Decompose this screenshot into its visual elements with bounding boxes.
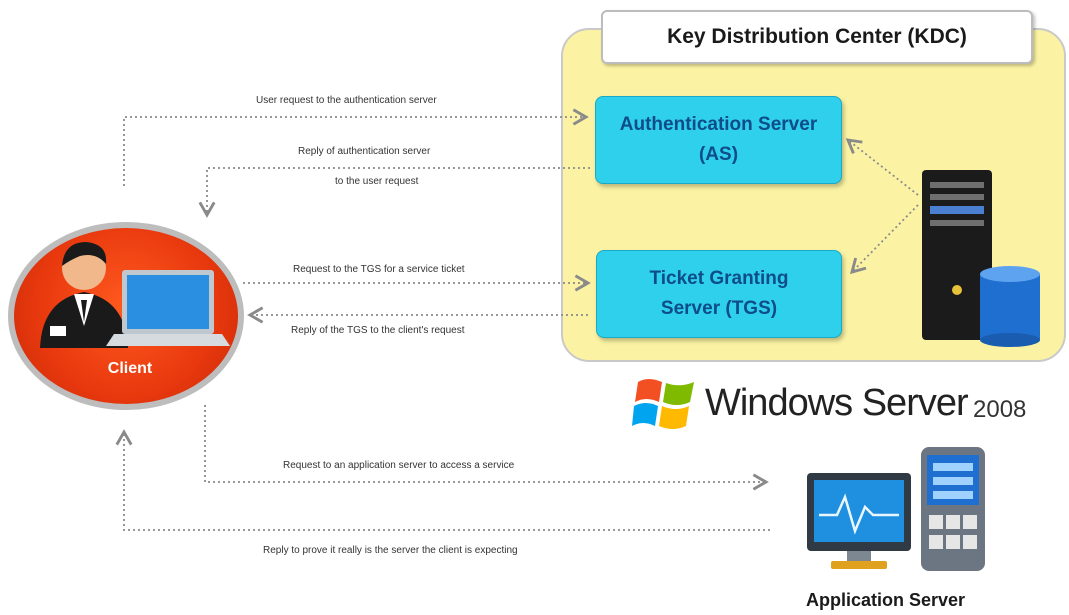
windows-logo-icon — [632, 379, 694, 429]
arrow-server-to-tgs — [849, 204, 919, 275]
msg-user-request: User request to the authentication serve… — [256, 95, 437, 106]
brand-version: 2008 — [973, 396, 1027, 423]
tower-server-icon — [922, 170, 992, 340]
brand-name: Windows Server — [705, 382, 969, 424]
arrow-app-reply — [115, 429, 770, 531]
client-label: Client — [107, 360, 153, 377]
msg-app-reply: Reply to prove it really is the server t… — [263, 545, 518, 556]
kdc-title: Key Distribution Center (KDC) — [601, 10, 1033, 64]
tgs-label-line1: Ticket Granting — [649, 268, 789, 289]
tgs-box: Ticket Granting Server (TGS) — [596, 250, 842, 338]
arrow-server-to-as — [845, 138, 919, 196]
as-label-line1: Authentication Server — [619, 114, 818, 135]
msg-tgs-request: Request to the TGS for a service ticket — [293, 264, 465, 275]
msg-tgs-reply: Reply of the TGS to the client's request — [291, 325, 465, 336]
tgs-label-line2: Server (TGS) — [660, 298, 778, 319]
person-icon — [40, 242, 128, 348]
monitor-icon — [807, 473, 911, 569]
phone-device-icon — [921, 447, 985, 571]
msg-app-request: Request to an application server to acce… — [283, 460, 515, 471]
database-icon — [980, 266, 1040, 347]
laptop-icon — [106, 270, 230, 346]
msg-as-reply-line2: to the user request — [335, 176, 419, 187]
arrow-user-request — [123, 108, 589, 186]
client-illustration — [40, 242, 230, 348]
application-server-label: Application Server — [806, 590, 966, 610]
application-server-illustration — [807, 447, 985, 571]
authentication-server-box: Authentication Server (AS) — [595, 96, 842, 184]
kdc-hardware — [922, 170, 1040, 347]
arrow-app-request — [204, 405, 769, 491]
msg-as-reply-line1: Reply of authentication server — [298, 146, 431, 157]
as-label-line2: (AS) — [698, 144, 739, 165]
